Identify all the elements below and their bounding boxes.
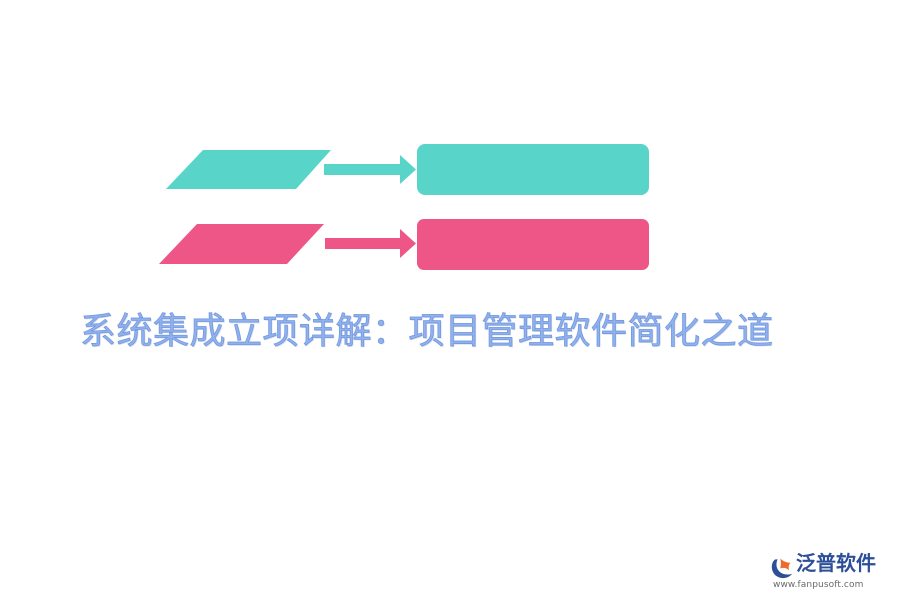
pink-arrow-head: [400, 229, 416, 258]
teal-arrow-shaft: [324, 164, 402, 175]
fanpu-logo-icon: [771, 558, 793, 579]
page-title: 系统集成立项详解：项目管理软件简化之道: [80, 311, 774, 353]
logo-name: 泛普软件: [796, 551, 876, 575]
pink-parallelogram: [159, 224, 324, 264]
logo-flame-orange: [780, 558, 791, 571]
brand-logo: 泛普软件 www.fanpusoft.com: [768, 549, 892, 593]
teal-box: [417, 144, 649, 195]
logo-url: www.fanpusoft.com: [773, 580, 864, 590]
pink-arrow-shaft: [325, 238, 402, 249]
teal-arrow-head: [400, 155, 416, 184]
teal-parallelogram: [166, 150, 331, 189]
pink-box: [417, 219, 649, 270]
logo-arc-blue: [771, 559, 793, 579]
